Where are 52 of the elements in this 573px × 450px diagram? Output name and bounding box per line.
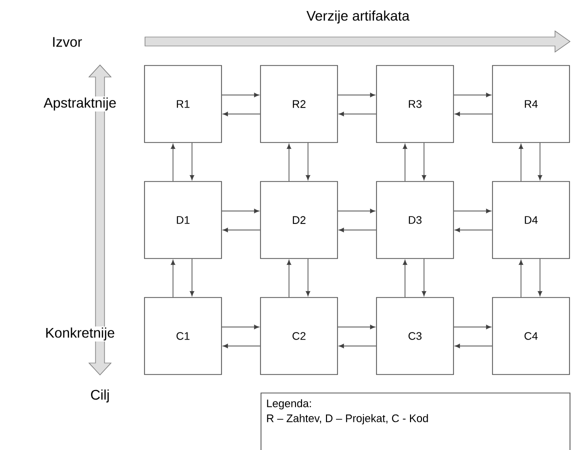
arrow bbox=[222, 208, 260, 214]
arrow bbox=[454, 344, 492, 348]
version-box: D2 bbox=[260, 181, 338, 259]
arrow bbox=[338, 92, 376, 98]
arrow bbox=[454, 208, 492, 214]
version-box: C1 bbox=[144, 297, 222, 375]
axis-label: Verzije artifakata bbox=[306, 10, 410, 24]
arrow bbox=[338, 344, 376, 348]
arrow bbox=[518, 144, 524, 182]
version-box: D3 bbox=[376, 181, 454, 259]
arrow bbox=[538, 258, 542, 296]
arrow bbox=[286, 144, 292, 182]
version-box: R4 bbox=[492, 65, 570, 143]
arrow bbox=[306, 142, 310, 180]
axis-label: Apstraktnije bbox=[42, 96, 118, 112]
arrow bbox=[170, 260, 176, 298]
arrow bbox=[222, 228, 260, 232]
axis-label: Izvor bbox=[53, 37, 82, 47]
version-box: C4 bbox=[492, 297, 570, 375]
arrow bbox=[402, 144, 408, 182]
arrow bbox=[190, 142, 194, 180]
legend-box: Legenda: R – Zahtev, D – Projekat, C - Kod bbox=[260, 392, 570, 450]
version-box: D1 bbox=[144, 181, 222, 259]
arrow bbox=[422, 142, 426, 180]
arrow bbox=[170, 144, 176, 182]
arrow bbox=[454, 92, 492, 98]
arrow bbox=[338, 208, 376, 214]
arrow bbox=[338, 112, 376, 116]
arrow bbox=[454, 112, 492, 116]
arrow bbox=[222, 344, 260, 348]
arrow bbox=[338, 228, 376, 232]
version-box: C2 bbox=[260, 297, 338, 375]
arrow bbox=[286, 260, 292, 298]
arrow bbox=[338, 324, 376, 330]
arrow bbox=[518, 260, 524, 298]
version-box: R1 bbox=[144, 65, 222, 143]
arrow bbox=[222, 112, 260, 116]
version-box: R3 bbox=[376, 65, 454, 143]
arrow bbox=[454, 228, 492, 232]
version-box: R2 bbox=[260, 65, 338, 143]
version-box: C3 bbox=[376, 297, 454, 375]
arrow bbox=[454, 324, 492, 330]
arrow bbox=[306, 258, 310, 296]
arrow bbox=[190, 258, 194, 296]
arrow bbox=[222, 324, 260, 330]
axis-label: Cilj bbox=[91, 390, 109, 402]
arrow bbox=[222, 92, 260, 98]
axis-label: Konkretnije bbox=[44, 326, 116, 342]
arrow bbox=[538, 142, 542, 180]
version-box: D4 bbox=[492, 181, 570, 259]
arrow bbox=[402, 260, 408, 298]
arrow bbox=[422, 258, 426, 296]
